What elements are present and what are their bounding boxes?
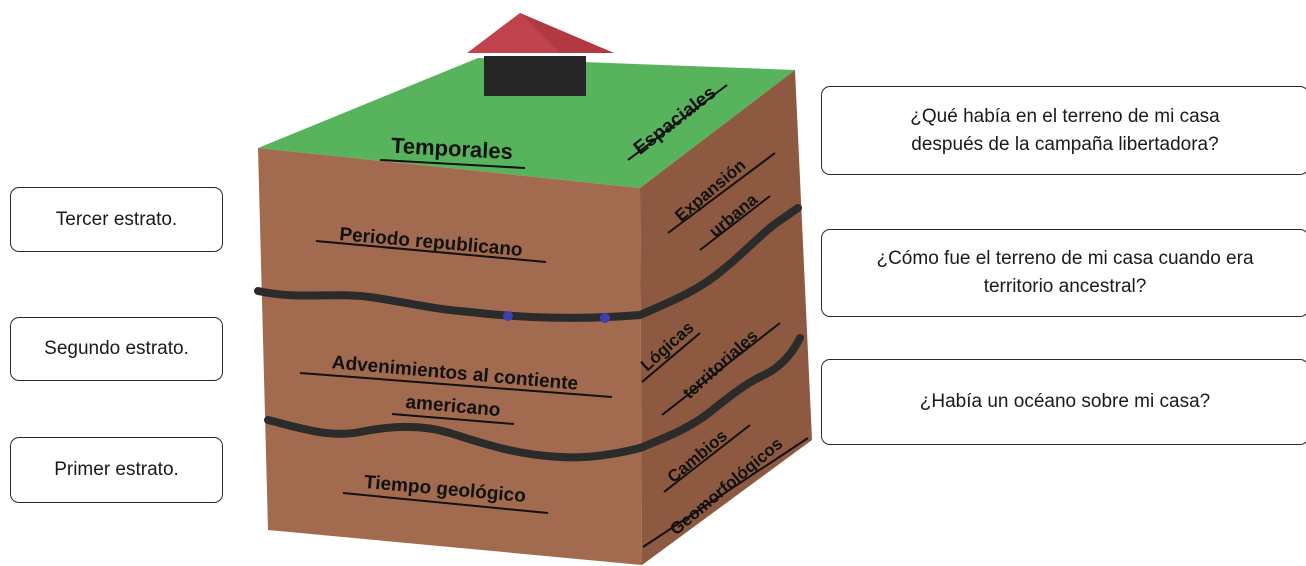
- question-box-campana-libertadora[interactable]: ¿Qué había en el terreno de mi casa desp…: [821, 86, 1306, 175]
- answer-box-label: Primer estrato.: [54, 459, 179, 481]
- cube-side-face: [640, 70, 812, 565]
- question-line: ¿Qué había en el terreno de mi casa: [910, 105, 1220, 127]
- question-box-oceano[interactable]: ¿Había un océano sobre mi casa?: [821, 359, 1306, 445]
- cube-front-face: [258, 148, 642, 565]
- question-line: territorio ancestral?: [983, 276, 1147, 297]
- answer-box-primer-estrato[interactable]: Primer estrato.: [10, 437, 223, 503]
- question-line: ¿Cómo fue el terreno de mi casa cuando e…: [876, 248, 1254, 270]
- answer-box-segundo-estrato[interactable]: Segundo estrato.: [10, 317, 223, 381]
- answer-box-label: Tercer estrato.: [55, 208, 178, 230]
- cube-top-face: [258, 58, 795, 188]
- stratum-marker-dot: [503, 311, 513, 321]
- answer-box-tercer-estrato[interactable]: Tercer estrato.: [10, 187, 223, 252]
- question-line: después de la campaña libertadora?: [911, 133, 1219, 155]
- stratum-boundary-upper: [254, 204, 802, 322]
- stratum-boundary-lower: [264, 334, 804, 462]
- question-line: ¿Había un océano sobre mi casa?: [919, 391, 1211, 413]
- house-body: [484, 56, 586, 96]
- house-roof-shade: [520, 13, 614, 53]
- stratum-marker-dot: [600, 313, 610, 323]
- answer-box-label: Segundo estrato.: [44, 338, 189, 360]
- question-box-territorio-ancestral[interactable]: ¿Cómo fue el terreno de mi casa cuando e…: [821, 229, 1306, 317]
